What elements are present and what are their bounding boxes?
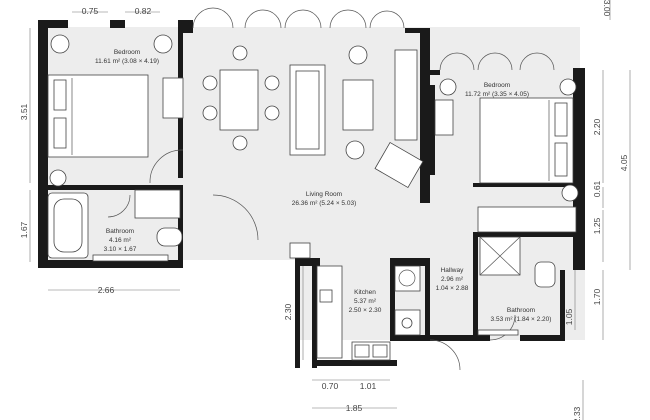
dim-left-351: 3.51 [19, 103, 29, 120]
room-area-living-room: 26.36 m² (5.24 × 5.03) [292, 200, 357, 207]
room-area-kitchen: 5.37 m² [354, 298, 377, 305]
dim-bottom-right-233: 2.33 [572, 406, 582, 420]
dim-bottom-101: 1.01 [360, 381, 377, 391]
dim-kitchen-230: 2.30 [283, 303, 293, 320]
room-size-kitchen: 2.50 × 2.30 [349, 307, 382, 314]
room-name-bedroom-right: Bedroom [484, 82, 510, 89]
kitchen-fixtures [316, 265, 421, 361]
dim-top-082: 0.82 [135, 6, 152, 16]
room-name-kitchen: Kitchen [354, 289, 376, 296]
room-area-bathroom-left: 4.16 m² [109, 237, 132, 244]
room-name-bedroom-left: Bedroom [114, 49, 140, 56]
room-area-hallway: 2.96 m² [441, 276, 464, 283]
room-name-hallway: Hallway [441, 267, 465, 274]
dim-right-220: 2.20 [592, 118, 602, 135]
room-area-bedroom-right: 11.72 m² (3.35 × 4.05) [465, 91, 529, 98]
dim-left-167: 1.67 [19, 221, 29, 238]
right-bathroom-fixtures [477, 236, 556, 336]
dim-right-405: 4.05 [619, 154, 629, 171]
left-bedroom-furniture [47, 34, 184, 187]
right-bedroom-furniture [434, 78, 579, 233]
dim-right-170: 1.70 [592, 288, 602, 305]
dim-top-075: 0.75 [82, 6, 99, 16]
dim-right-125: 1.25 [592, 217, 602, 234]
room-name-bathroom-left: Bathroom [106, 228, 134, 235]
room-labels: Bedroom 11.61 m² (3.08 × 4.19) Living Ro… [95, 49, 551, 323]
dim-right-105: 1.05 [564, 308, 574, 325]
room-name-living-room: Living Room [306, 191, 342, 198]
living-room-furniture [202, 45, 424, 259]
dim-bottom-266: 2.66 [98, 285, 115, 295]
walls [38, 20, 585, 368]
room-name-bathroom-right: Bathroom [507, 307, 535, 314]
room-size-bathroom-left: 3.10 × 1.67 [104, 246, 137, 253]
dim-top-right-300: 3.00 [602, 0, 612, 17]
living-room-windows [192, 7, 555, 71]
room-area-bathroom-right: 3.53 m² (1.84 × 2.20) [491, 316, 552, 323]
dim-bottom-185: 1.85 [346, 403, 363, 413]
left-bathroom-fixtures [47, 189, 183, 262]
room-size-hallway: 1.04 × 2.88 [436, 285, 469, 292]
room-area-bedroom-left: 11.61 m² (3.08 × 4.19) [95, 58, 159, 65]
dimension-lines [29, 0, 631, 420]
dimension-labels: 0.75 0.82 3.00 3.51 1.67 2.66 2.30 0.70 … [19, 0, 629, 420]
dim-bottom-070: 0.70 [322, 381, 339, 391]
dim-right-061: 0.61 [592, 180, 602, 197]
